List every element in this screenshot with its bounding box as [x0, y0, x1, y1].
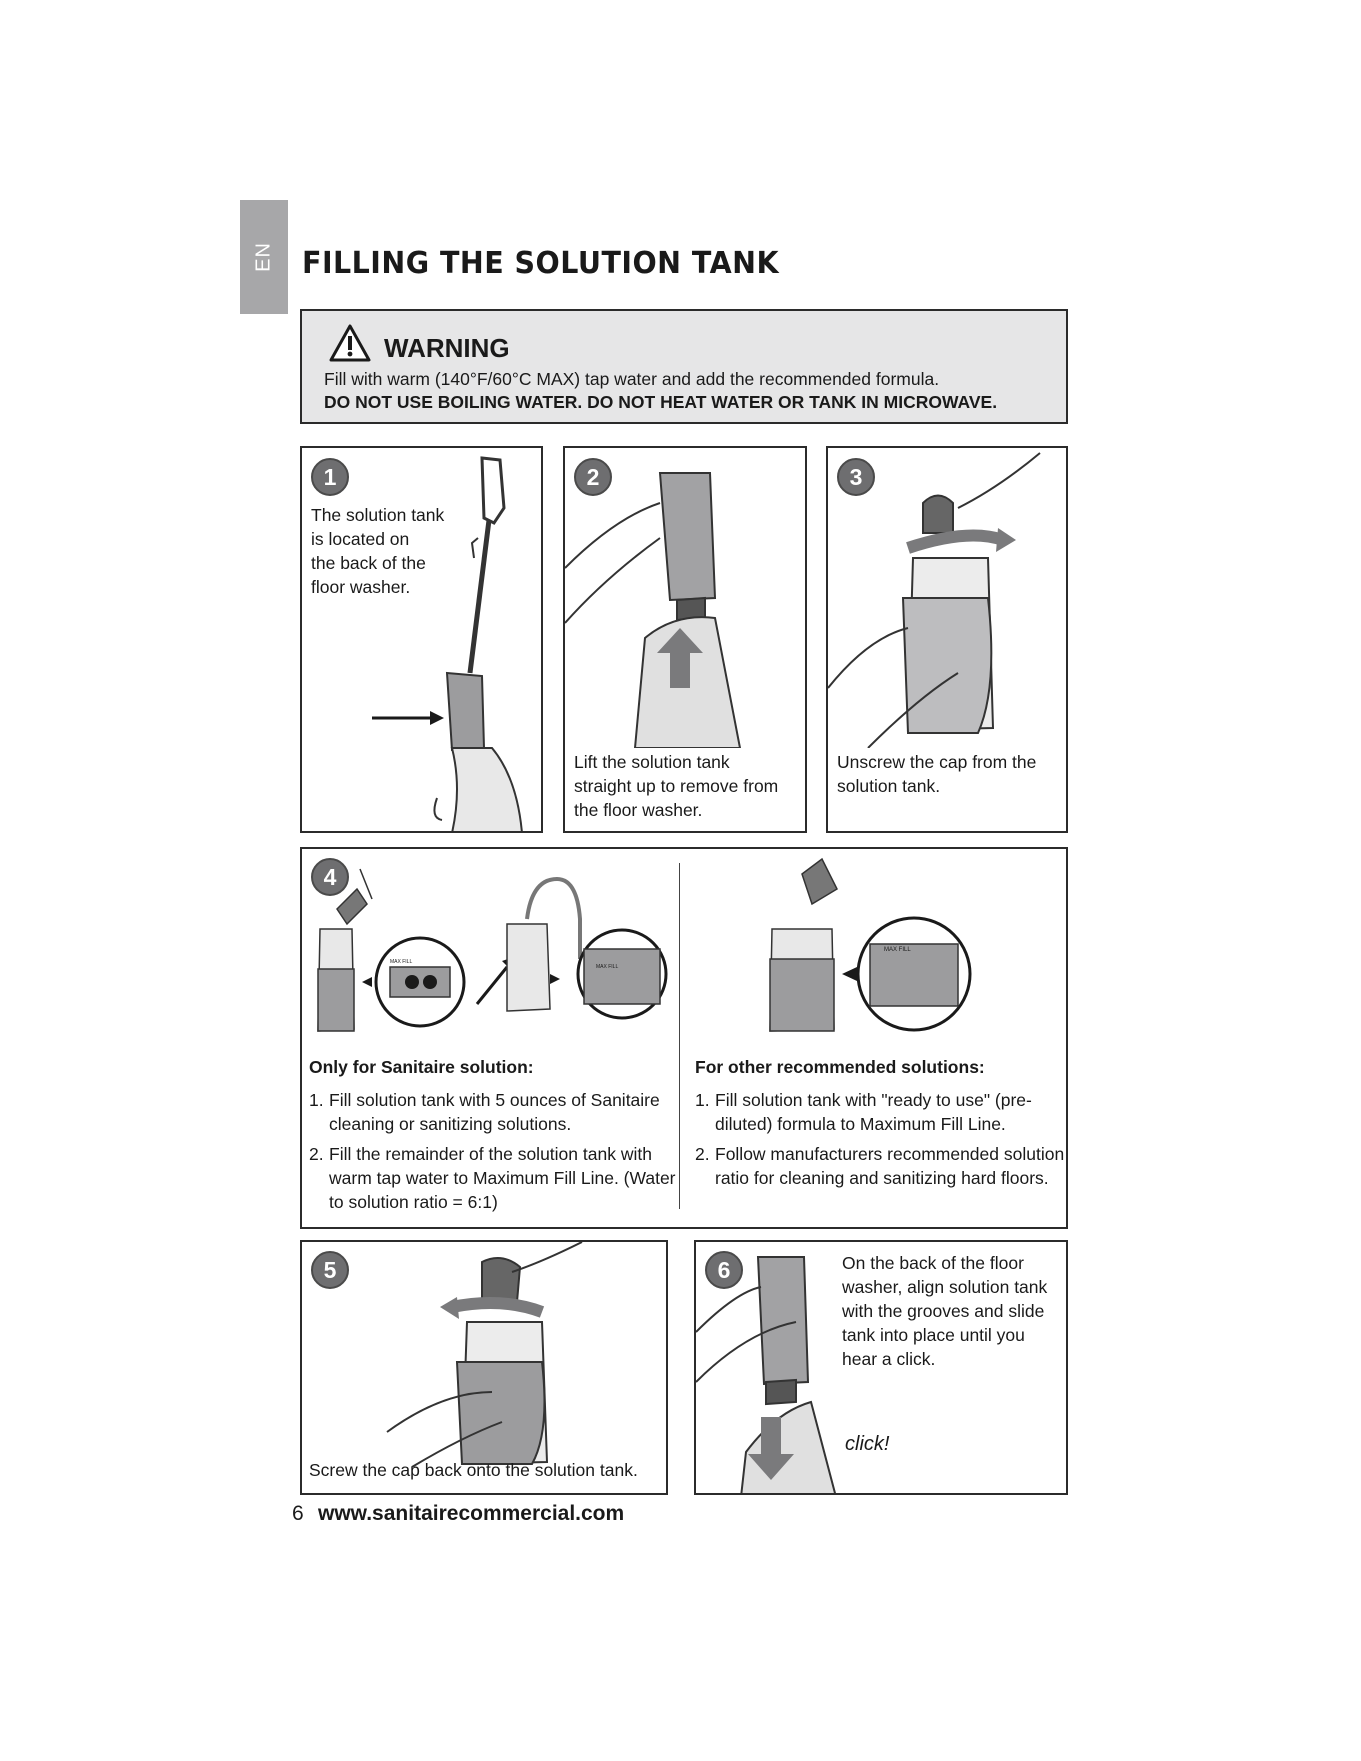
page-title: FILLING THE SOLUTION TANK: [302, 246, 780, 281]
unscrew-cap-illustration: [828, 452, 1041, 748]
step-5-text: Screw the cap back onto the solution tan…: [309, 1460, 638, 1480]
max-fill-label: MAX FILL: [596, 964, 619, 970]
screw-cap-illustration: [386, 1242, 583, 1467]
step-number: 1: [311, 458, 349, 496]
page-number: 6: [292, 1502, 304, 1525]
click-label: click!: [845, 1433, 890, 1455]
lift-tank-illustration: [565, 472, 742, 748]
step-number: 4: [311, 858, 349, 896]
warning-triangle-icon: [329, 324, 371, 362]
step-number: 5: [311, 1251, 349, 1289]
sanitaire-instructions: Only for Sanitaire solution: 1.Fill solu…: [309, 1057, 679, 1220]
sanitaire-heading: Only for Sanitaire solution:: [309, 1057, 534, 1077]
language-label: EN: [252, 242, 275, 272]
max-fill-label: MAX FILL: [884, 947, 911, 953]
step-number: 3: [837, 458, 875, 496]
sanitaire-fill-illustration: [317, 868, 668, 1032]
max-fill-label: MAX FILL: [390, 959, 413, 965]
website-link[interactable]: www.sanitairecommercial.com: [318, 1502, 625, 1525]
other-heading: For other recommended solutions:: [695, 1057, 985, 1077]
step-4-panel: 4 MAX FILL MAX FILL MAX FILL Only for Sa…: [300, 847, 1068, 1229]
floor-washer-illustration: [372, 456, 523, 831]
warning-line-2: DO NOT USE BOILING WATER. DO NOT HEAT WA…: [324, 392, 998, 412]
step-number: 2: [574, 458, 612, 496]
step-number: 6: [705, 1251, 743, 1289]
other-instructions: For other recommended solutions: 1.Fill …: [695, 1057, 1065, 1196]
other-solution-fill-illustration: [769, 857, 972, 1032]
list-item: 2.Fill the remainder of the solution tan…: [309, 1144, 676, 1212]
list-item: 1.Fill solution tank with 5 ounces of Sa…: [309, 1090, 660, 1134]
warning-title: WARNING: [384, 333, 510, 363]
step-5-panel: 5 Screw the cap back onto the solution t…: [300, 1240, 668, 1495]
list-item: 2.Follow manufacturers recommended solut…: [695, 1144, 1065, 1188]
list-item: 1.Fill solution tank with "ready to use"…: [695, 1090, 1032, 1134]
language-tab: EN: [240, 200, 288, 314]
warning-line-1: Fill with warm (140°F/60°C MAX) tap wate…: [324, 369, 940, 389]
reinstall-tank-illustration: [696, 1256, 836, 1493]
warning-box: WARNING Fill with warm (140°F/60°C MAX) …: [300, 309, 1068, 424]
column-divider: [679, 863, 680, 1209]
